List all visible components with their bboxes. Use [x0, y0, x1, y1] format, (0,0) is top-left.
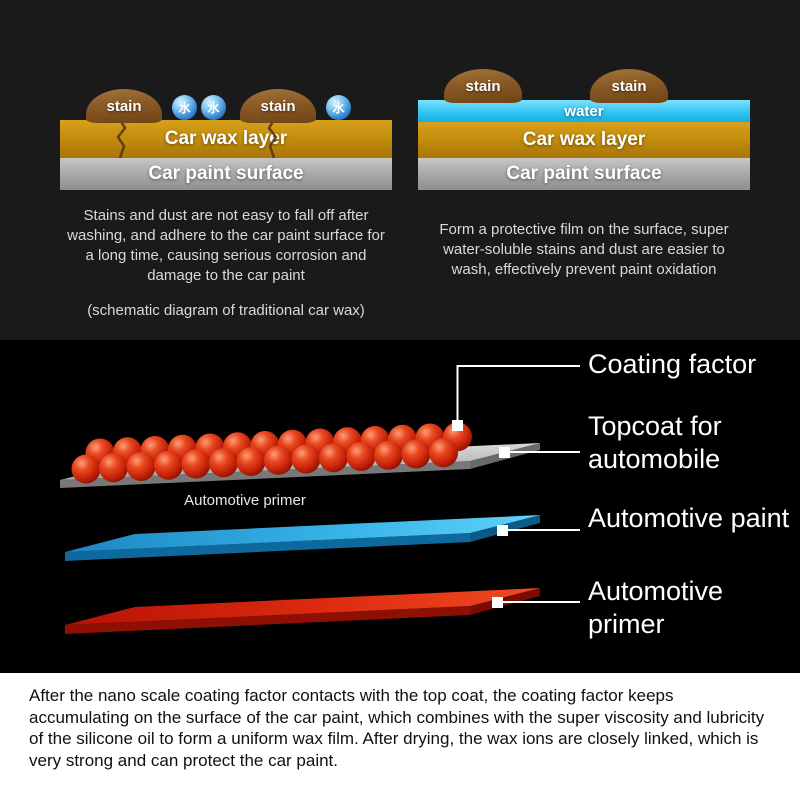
paint-surface-layer: Car paint surface	[60, 158, 392, 190]
stain-label: stain	[260, 97, 296, 115]
paint-surface-label: Car paint surface	[506, 163, 662, 184]
wax-layer: Car wax layer	[418, 122, 750, 158]
stain-row: stain stain	[418, 66, 750, 103]
coating-sphere	[126, 452, 156, 481]
coating-sphere	[346, 442, 376, 471]
coating-caption: Form a protective film on the surface, s…	[439, 221, 729, 278]
coating-sphere	[181, 449, 211, 479]
water-glyph: 水	[332, 101, 345, 115]
coating-sphere	[154, 450, 183, 480]
paint-surface-label: Car paint surface	[148, 163, 304, 184]
water-drop-icon: 水	[326, 95, 351, 120]
coating-panel: stain stain water Car wax layer Car pain…	[418, 0, 750, 280]
coating-sphere	[319, 443, 348, 473]
layers-illustration	[60, 365, 580, 634]
traditional-wax-subcaption: (schematic diagram of traditional car wa…	[87, 302, 365, 319]
wax-layer-label: Car wax layer	[522, 129, 646, 150]
stain-label: stain	[465, 77, 501, 95]
water-film-label: water	[564, 102, 604, 120]
topcoat-label: Topcoat for automobile	[588, 411, 722, 474]
description-paragraph: After the nano scale coating factor cont…	[29, 686, 765, 770]
coating-sphere	[99, 453, 128, 483]
stain-label: stain	[611, 77, 647, 95]
layers-section: Automotive primer Coating factor Topcoat…	[0, 340, 800, 673]
water-glyph: 水	[178, 101, 191, 115]
water-film-layer: water	[418, 100, 750, 122]
paint-surface-layer: Car paint surface	[418, 158, 750, 190]
water-drop-icon: 水	[201, 95, 226, 120]
traditional-wax-panel: stain 水 水 stain 水	[60, 0, 392, 321]
description-section: After the nano scale coating factor cont…	[0, 673, 800, 800]
water-drop-icon: 水	[172, 95, 197, 120]
coating-sphere	[236, 447, 266, 476]
primer-slab-caption: Automotive primer	[184, 492, 306, 509]
coating-diagram: stain stain water Car wax layer Car pain…	[418, 66, 750, 190]
water-glyph: 水	[207, 101, 220, 115]
automotive-primer-label: Automotive primer	[588, 576, 724, 639]
comparison-section: stain 水 水 stain 水	[0, 0, 800, 340]
paint-slab	[65, 515, 540, 561]
primer-connector	[492, 597, 580, 608]
coating-sphere	[209, 448, 238, 478]
automotive-paint-label: Automotive paint	[588, 503, 790, 533]
stain-label: stain	[106, 97, 142, 115]
coating-sphere	[71, 454, 101, 484]
primer-slab	[65, 588, 540, 634]
coating-sphere	[401, 439, 431, 469]
topcoat-connector	[499, 447, 580, 458]
stain-row: stain 水 水 stain 水	[60, 84, 392, 123]
coating-spheres	[71, 422, 472, 484]
stain-blob: stain	[444, 69, 522, 103]
stain-blob: stain	[240, 89, 316, 123]
wax-layer-label: Car wax layer	[164, 128, 288, 149]
coating-sphere	[429, 438, 458, 468]
stain-blob: stain	[590, 69, 668, 103]
paint-connector	[497, 525, 580, 536]
coating-sphere	[264, 445, 293, 475]
coating-factor-label: Coating factor	[588, 349, 757, 379]
wax-layer: Car wax layer	[60, 120, 392, 158]
stain-blob: stain	[86, 89, 162, 123]
coating-sphere	[291, 444, 321, 474]
coating-sphere	[374, 440, 403, 470]
traditional-wax-diagram: stain 水 水 stain 水	[60, 84, 392, 190]
coating-factor-connector	[452, 365, 580, 431]
traditional-wax-caption: Stains and dust are not easy to fall off…	[67, 207, 385, 284]
